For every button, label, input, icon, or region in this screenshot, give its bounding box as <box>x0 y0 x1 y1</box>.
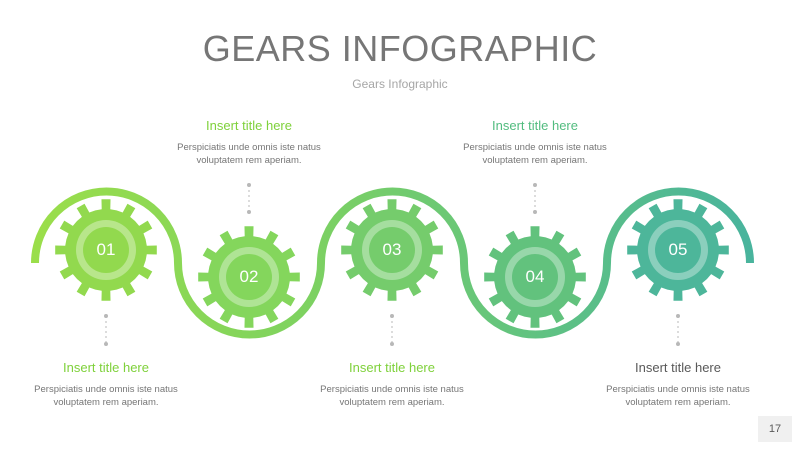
gear-number-05: 05 <box>668 240 688 259</box>
dotted-connector <box>390 314 394 346</box>
step-5-text-block: Insert title here Perspiciatis unde omni… <box>603 360 753 409</box>
gear-number-03: 03 <box>382 240 402 259</box>
gear-number-02: 02 <box>239 267 259 286</box>
gear-icon <box>341 199 443 301</box>
dotted-connector <box>533 183 537 214</box>
dotted-connector <box>247 183 251 214</box>
step-title: Insert title here <box>492 118 578 133</box>
step-4-text-block: Insert title here Perspiciatis unde omni… <box>460 118 610 167</box>
page-number: 17 <box>758 416 792 442</box>
step-description: Perspiciatis unde omnis iste natus volup… <box>177 142 321 166</box>
step-title: Insert title here <box>206 118 292 133</box>
gear-number-04: 04 <box>525 267 545 286</box>
dotted-connector <box>104 314 108 346</box>
page-title: GEARS INFOGRAPHIC <box>202 28 598 69</box>
step-title: Insert title here <box>635 360 721 375</box>
step-3-text-block: Insert title here Perspiciatis unde omni… <box>317 360 467 409</box>
gear-icon <box>198 226 300 328</box>
gear-number-01: 01 <box>96 240 116 259</box>
step-2-text-block: Insert title here Perspiciatis unde omni… <box>174 118 324 167</box>
step-title: Insert title here <box>349 360 435 375</box>
gear-icon <box>484 226 586 328</box>
step-description: Perspiciatis unde omnis iste natus volup… <box>34 384 178 408</box>
step-description: Perspiciatis unde omnis iste natus volup… <box>463 142 607 166</box>
dotted-connector <box>676 314 680 346</box>
gear-icon <box>627 199 729 301</box>
step-description: Perspiciatis unde omnis iste natus volup… <box>606 384 750 408</box>
step-1-text-block: Insert title here Perspiciatis unde omni… <box>31 360 181 409</box>
step-title: Insert title here <box>63 360 149 375</box>
page-subtitle: Gears Infographic <box>352 77 448 91</box>
wave-connector <box>31 187 754 339</box>
step-description: Perspiciatis unde omnis iste natus volup… <box>320 384 464 408</box>
gear-icon <box>55 199 157 301</box>
